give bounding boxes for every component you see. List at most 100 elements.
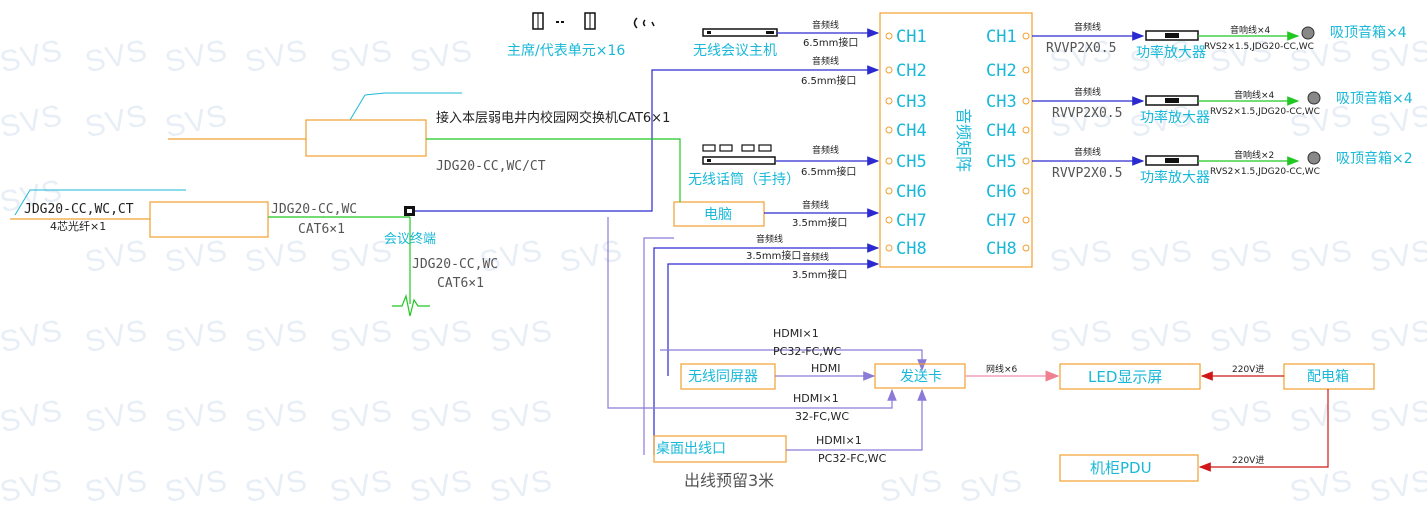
computer-box bbox=[673, 201, 765, 227]
switch-note: 接入本层弱电井内校园网交换机CAT6×1 bbox=[436, 110, 670, 126]
port-dot bbox=[1022, 157, 1030, 165]
fiber-box bbox=[149, 201, 269, 238]
fiber-label: 4芯光纤×1 bbox=[50, 219, 106, 233]
jack-label: 3.5mm接口 bbox=[746, 249, 801, 262]
port-dot bbox=[1022, 187, 1030, 195]
ch-out-label: CH5 bbox=[986, 152, 1017, 172]
ch-out-label: CH3 bbox=[986, 92, 1017, 112]
speaker-label: 吸顶音箱×2 bbox=[1336, 150, 1413, 167]
wire-type-label: 音频线 bbox=[812, 19, 839, 31]
port-dot bbox=[885, 126, 893, 134]
cable-spec-label: RVVP2X0.5 bbox=[1052, 106, 1122, 121]
led-label: LED显示屏 bbox=[1088, 368, 1162, 386]
port-dot bbox=[885, 157, 893, 165]
ch-out-label: CH8 bbox=[986, 239, 1017, 259]
wire-type-label: 音频线 bbox=[1074, 146, 1101, 158]
terminal-screen bbox=[407, 209, 412, 213]
speaker-line-label: 音响线×4 bbox=[1230, 24, 1271, 36]
ch-in-label: CH2 bbox=[896, 61, 927, 81]
port-dot bbox=[885, 187, 893, 195]
screen-mirror-label: 无线同屏器 bbox=[688, 369, 758, 385]
amp-panel bbox=[1165, 158, 1179, 163]
conduit-label: PC32-FC,WC bbox=[818, 452, 887, 465]
rvs-label: RVS2×1.5,JDG20-CC,WC bbox=[1210, 167, 1320, 177]
port-dot bbox=[885, 244, 893, 252]
speaker-label: 吸顶音箱×4 bbox=[1330, 24, 1407, 41]
conduit-label: JDG20-CC,WC,CT bbox=[24, 202, 134, 217]
led-box bbox=[1059, 363, 1201, 390]
speaker-icon bbox=[1301, 26, 1315, 40]
pdu-box bbox=[1059, 454, 1199, 482]
jack-label: 3.5mm接口 bbox=[792, 268, 847, 281]
network-line-pc bbox=[426, 138, 681, 202]
wireless-host-icon bbox=[702, 28, 778, 37]
net-label: 网线×6 bbox=[986, 363, 1018, 375]
line-power-pdu bbox=[1198, 389, 1329, 472]
leader-line bbox=[364, 92, 462, 96]
leader-line bbox=[349, 94, 366, 121]
conduit-label: 32-FC,WC bbox=[795, 410, 849, 423]
speaker-label: 吸顶音箱×4 bbox=[1336, 90, 1413, 107]
switch-box bbox=[305, 119, 427, 157]
hdmi-label: HDMI×1 bbox=[816, 434, 862, 447]
computer-label: 电脑 bbox=[704, 207, 732, 223]
amp-label: 功率放大器 bbox=[1140, 169, 1210, 186]
matrix-inputs: CH1 CH2 CH3 CH4 CH5 CH6 CH7 CH8 bbox=[885, 27, 927, 259]
desk-outlet-label: 桌面出线口 bbox=[656, 441, 726, 457]
ch-in-label: CH6 bbox=[896, 182, 927, 202]
hdmi-label: HDMI×1 bbox=[793, 392, 839, 405]
conduit-label: JDG20-CC,WC/CT bbox=[436, 159, 546, 174]
wire-type-label: 音频线 bbox=[756, 233, 783, 245]
audio-matrix-box bbox=[879, 12, 1033, 268]
ch-out-label: CH2 bbox=[986, 61, 1017, 81]
port-dot bbox=[1022, 244, 1030, 252]
port-dot bbox=[885, 66, 893, 74]
cable-spec-label: RVVP2X0.5 bbox=[1046, 41, 1116, 56]
desk-outlet-box bbox=[653, 435, 787, 463]
conduit-label: JDG20-CC,WC bbox=[271, 202, 357, 217]
wireless-mic-icon bbox=[702, 144, 776, 165]
conduit-label: PC32-FC,WC bbox=[773, 345, 842, 358]
wire-type-label: 音频线 bbox=[802, 199, 829, 211]
cable-label: CAT6×1 bbox=[437, 276, 484, 291]
wire-type-label: 音频线 bbox=[812, 144, 839, 156]
matrix-outputs: CH1 CH2 CH3 CH4 CH5 CH6 CH7 CH8 bbox=[986, 27, 1030, 259]
amp-label: 功率放大器 bbox=[1136, 44, 1206, 61]
jack-label: 6.5mm接口 bbox=[803, 36, 858, 49]
ch-out-label: CH7 bbox=[986, 211, 1017, 231]
hdmi-label: HDMI×1 bbox=[773, 327, 819, 340]
power-label: 220V进 bbox=[1232, 364, 1264, 375]
wire-type-label: 音频线 bbox=[1074, 21, 1101, 33]
matrix-label: 音频矩阵 bbox=[954, 108, 973, 172]
line-hdmi-sender bbox=[660, 349, 927, 372]
ch-in-label: CH4 bbox=[896, 121, 927, 141]
jack-label: 3.5mm接口 bbox=[792, 216, 847, 229]
port-dot bbox=[885, 97, 893, 105]
mic-units-label: 主席/代表单元×16 bbox=[507, 43, 625, 59]
conduit-label: JDG20-CC,WC bbox=[412, 257, 498, 272]
amp-label: 功率放大器 bbox=[1140, 109, 1210, 126]
port-dot bbox=[885, 216, 893, 224]
pdu-label: 机柜PDU bbox=[1090, 459, 1152, 477]
jack-label: 6.5mm接口 bbox=[801, 165, 856, 178]
jack-label: 6.5mm接口 bbox=[801, 74, 856, 87]
sender-label: 发送卡 bbox=[900, 369, 942, 385]
line-terminal-ch2 bbox=[410, 65, 880, 212]
speaker-line-label: 音响线×2 bbox=[1234, 149, 1274, 161]
speaker-line-label: 音响线×4 bbox=[1234, 89, 1275, 101]
leader-line bbox=[14, 189, 186, 216]
ch-in-label: CH8 bbox=[896, 239, 927, 259]
ch-in-label: CH1 bbox=[896, 27, 927, 47]
mic-units-icon bbox=[532, 12, 655, 30]
line-desk-ch8 bbox=[653, 243, 880, 455]
ch-out-label: CH1 bbox=[986, 27, 1017, 47]
line-terminal-sender bbox=[607, 217, 897, 409]
cable-spec-label: RVVP2X0.5 bbox=[1052, 166, 1122, 181]
speaker-icon bbox=[1307, 151, 1321, 165]
wireless-mic-label: 无线话筒（手持） bbox=[688, 171, 800, 188]
port-dot bbox=[885, 32, 893, 40]
power-label: 220V进 bbox=[1232, 455, 1264, 466]
ch-in-label: CH7 bbox=[896, 211, 927, 231]
